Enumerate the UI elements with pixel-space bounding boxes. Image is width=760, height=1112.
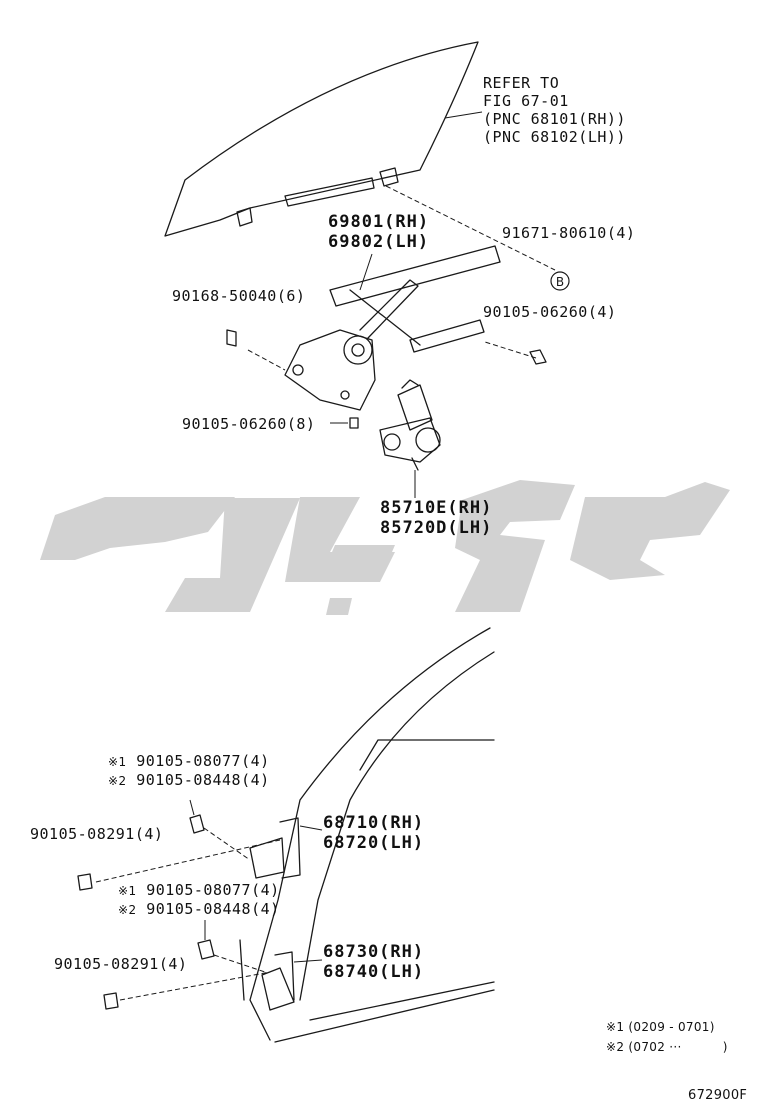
refer-line: REFER TO <box>483 74 560 92</box>
leader-lines <box>95 111 556 1001</box>
part-number: 90105-08448(4) <box>146 900 280 918</box>
motor-rh: 85710E(RH) <box>380 498 493 518</box>
figure-code: 672900F <box>688 1088 748 1103</box>
refer-note: REFER TO FIG 67-01 (PNC 68101(RH)) (PNC … <box>483 74 626 146</box>
lower-hinge-rh: 68730(RH) <box>323 942 425 962</box>
regulator-label: 69801(RH) 69802(LH) <box>328 212 429 252</box>
note-mark: ※1 <box>108 755 127 769</box>
window-regulator <box>284 245 501 411</box>
circle-b-letter: B <box>556 275 564 289</box>
lower-bolt-2-label: ※2 90105-08448(4) <box>118 900 280 919</box>
upper-hinge-rh: 68710(RH) <box>323 813 425 833</box>
lower-hinge-lh: 68740(LH) <box>323 962 425 982</box>
upper-hinge-lh: 68720(LH) <box>323 833 425 853</box>
glass-channel <box>284 177 375 207</box>
refer-line: (PNC 68102(LH)) <box>483 128 626 146</box>
bolt-90105-a-label: 90105-06260(4) <box>483 303 617 321</box>
footnote-1: ※1 (0209 - 0701) <box>606 1020 715 1035</box>
refer-line: FIG 67-01 <box>483 92 569 110</box>
bolt-icon <box>189 814 205 834</box>
upper-bolt-1-label: ※1 90105-08077(4) <box>108 752 270 771</box>
note-mark: ※2 <box>108 774 127 788</box>
upper-hinge <box>249 817 301 879</box>
car-body-outline <box>239 627 495 1043</box>
footnote-mark: ※1 <box>606 1020 625 1034</box>
motor-label: 85710E(RH) 85720D(LH) <box>380 498 492 538</box>
regulator-rh: 69801(RH) <box>328 212 430 232</box>
part-number: 90105-08077(4) <box>146 881 280 899</box>
footnote-mark: ※2 <box>606 1040 625 1054</box>
upper-bolt-2-label: ※2 90105-08448(4) <box>108 771 270 790</box>
footnote-text: (0702 ··· ) <box>628 1040 728 1054</box>
motor-lh: 85720D(LH) <box>380 518 493 538</box>
note-mark: ※1 <box>118 884 137 898</box>
refer-line: (PNC 68101(RH)) <box>483 110 626 128</box>
footnote-2: ※2 (0702 ··· ) <box>606 1040 728 1055</box>
footnote-text: (0209 - 0701) <box>628 1020 715 1034</box>
bolt-icon <box>103 992 119 1010</box>
upper-hinge-label: 68710(RH) 68720(LH) <box>323 813 424 853</box>
bolt-icon <box>529 349 547 365</box>
upper-side-bolt-label: 90105-08291(4) <box>30 825 164 843</box>
regulator-motor <box>379 379 441 471</box>
lower-bolt-1-label: ※1 90105-08077(4) <box>118 881 280 900</box>
reference-circle-b: B <box>550 271 570 291</box>
window-glass <box>164 41 479 237</box>
glass-clip-left <box>236 207 253 227</box>
bolt-icon <box>349 417 359 429</box>
bolt-icon <box>226 329 237 347</box>
glass-clip-right <box>379 167 399 187</box>
bolt-91671-label: 91671-80610(4) <box>502 224 636 242</box>
watermark-logo <box>40 480 730 615</box>
regulator-lh: 69802(LH) <box>328 232 430 252</box>
lower-hinge-label: 68730(RH) 68740(LH) <box>323 942 424 982</box>
bolt-90105-b-label: 90105-06260(8) <box>182 415 316 433</box>
lower-side-bolt-label: 90105-08291(4) <box>54 955 188 973</box>
bolt-icon <box>77 873 93 891</box>
part-number: 90105-08448(4) <box>136 771 270 789</box>
part-number: 90105-08077(4) <box>136 752 270 770</box>
bolt-90168-label: 90168-50040(6) <box>172 287 306 305</box>
lower-hinge <box>261 951 295 1011</box>
note-mark: ※2 <box>118 903 137 917</box>
bolt-icon <box>197 939 215 960</box>
